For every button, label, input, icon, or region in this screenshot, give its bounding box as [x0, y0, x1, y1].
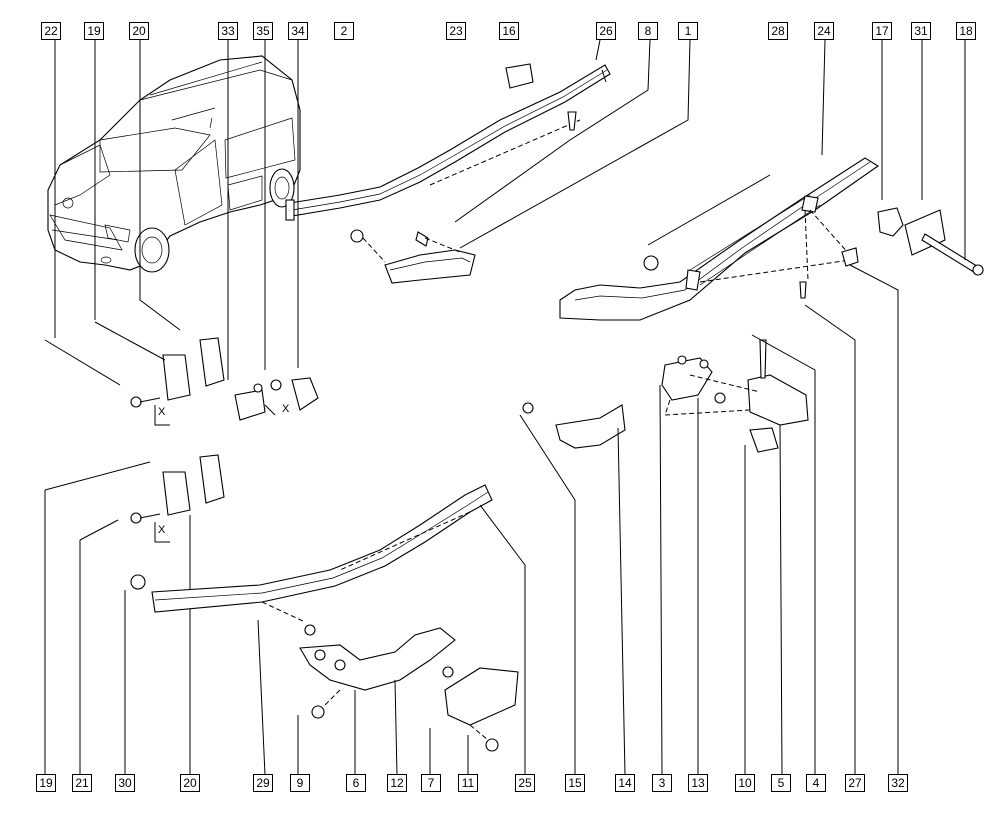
- bracket-14-15: [519, 402, 626, 776]
- lower-hinge-parts: [44, 454, 225, 775]
- part-label-10: 10: [735, 774, 755, 792]
- part-label-14: 14: [615, 774, 635, 792]
- part-label-32: 32: [888, 774, 908, 792]
- part-label-3: 3: [652, 774, 672, 792]
- part-label-8: 8: [638, 22, 658, 40]
- bottom-sliding-rail: [124, 484, 526, 776]
- part-label-12: 12: [387, 774, 407, 792]
- part-label-25: 25: [515, 774, 535, 792]
- part-label-2: 2: [334, 22, 354, 40]
- part-label-22: 22: [41, 22, 61, 40]
- part-label-33: 33: [218, 22, 238, 40]
- x-reference-mark: X: [158, 524, 166, 536]
- upper-bracket-part: [350, 39, 691, 284]
- upper-sliding-rail: [285, 39, 611, 221]
- part-label-30: 30: [115, 774, 135, 792]
- part-label-11: 11: [458, 774, 478, 792]
- part-label-19-bottom: 19: [36, 774, 56, 792]
- part-label-23: 23: [446, 22, 466, 40]
- part-label-17: 17: [872, 22, 892, 40]
- part-label-6: 6: [346, 774, 366, 792]
- lower-sliding-rail: [559, 39, 899, 775]
- part-label-29: 29: [253, 774, 273, 792]
- x-reference-mark: X: [282, 403, 290, 415]
- part-label-20-bottom: 20: [180, 774, 200, 792]
- part-label-21: 21: [72, 774, 92, 792]
- part-label-16: 16: [499, 22, 519, 40]
- van-illustration: [47, 55, 301, 273]
- part-label-4: 4: [806, 774, 826, 792]
- part-label-7: 7: [421, 774, 441, 792]
- part-label-27: 27: [845, 774, 865, 792]
- upper-hinge-parts: [44, 36, 319, 426]
- x-reference-mark: X: [158, 406, 166, 418]
- part-label-15: 15: [565, 774, 585, 792]
- lower-carriage-parts: [659, 334, 816, 776]
- roller-carriage-parts: [297, 624, 519, 776]
- part-label-34: 34: [288, 22, 308, 40]
- part-label-26: 26: [596, 22, 616, 40]
- part-label-1: 1: [678, 22, 698, 40]
- part-label-9: 9: [290, 774, 310, 792]
- part-label-19: 19: [84, 22, 104, 40]
- part-label-13: 13: [688, 774, 708, 792]
- part-label-18: 18: [956, 22, 976, 40]
- part-label-5: 5: [771, 774, 791, 792]
- part-label-31: 31: [911, 22, 931, 40]
- rail-end-parts: [877, 40, 984, 276]
- part-label-20: 20: [129, 22, 149, 40]
- part-label-35: 35: [253, 22, 273, 40]
- part-label-28: 28: [768, 22, 788, 40]
- part-label-24: 24: [814, 22, 834, 40]
